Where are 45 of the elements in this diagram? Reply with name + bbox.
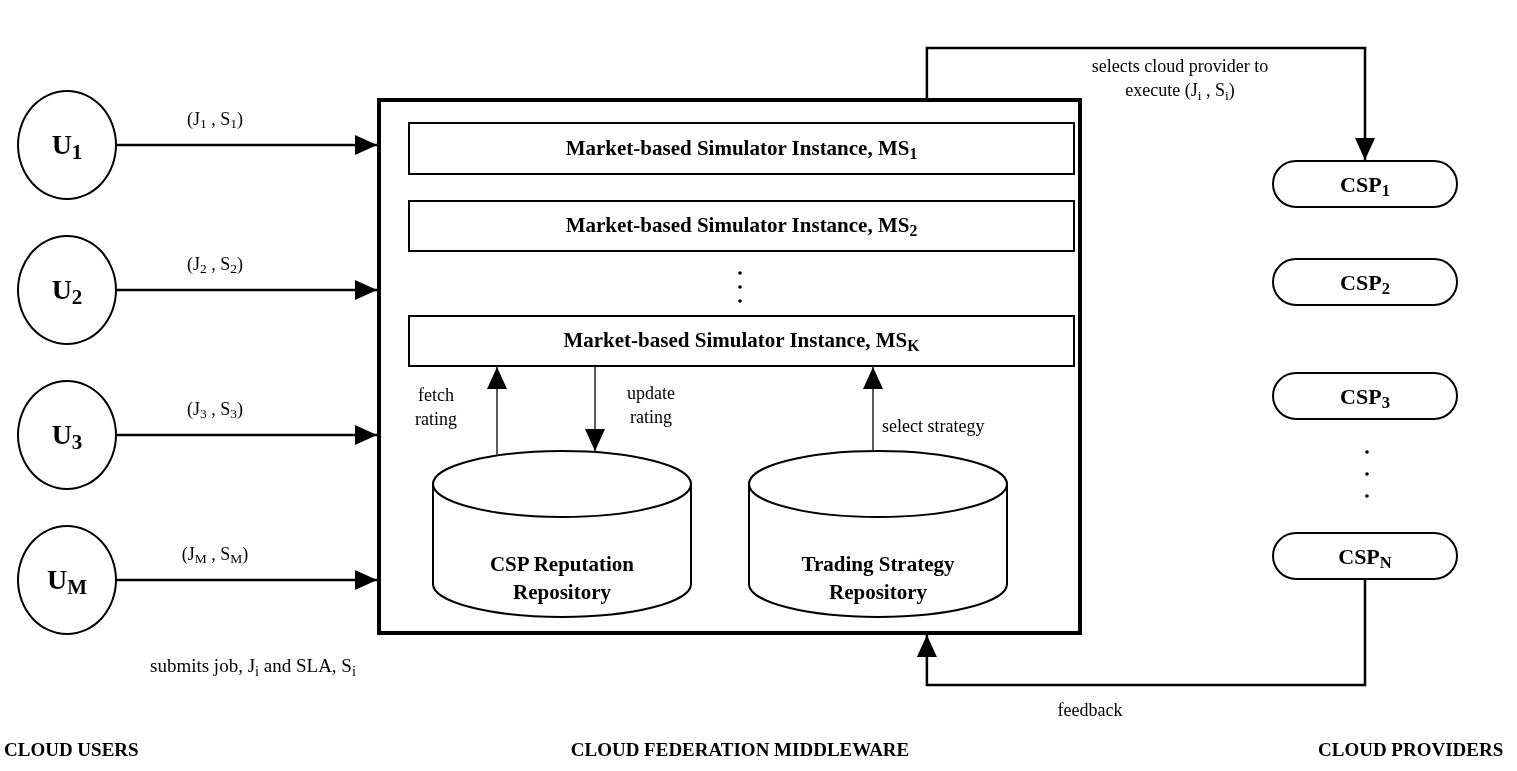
provider-pill [1272,258,1458,306]
provider-pill [1272,160,1458,208]
section-heading: CLOUD FEDERATION MIDDLEWARE [569,738,911,762]
provider-pill [1272,372,1458,420]
edge-label: selects cloud provider to execute (J$_{i}$ , S$_{i}$) [1090,55,1270,103]
arrow [117,135,377,155]
node-label: CSP$_{3}$ [1340,382,1390,413]
section-heading: CLOUD USERS [4,738,140,762]
node-label: U$_{M}$ [46,563,88,601]
arrow [916,580,1367,687]
repository-cylinder [432,450,692,618]
provider-pill [1272,532,1458,580]
middleware-frame [377,98,1082,635]
node-label: CSP$_{N}$ [1338,542,1392,573]
arrow [863,366,883,451]
simulator-box [408,315,1075,367]
node-label: Market-based Simulator Instance, MS$_{2}$ [565,212,918,242]
node-label: CSP$_{1}$ [1340,170,1390,201]
node-label: U$_{3}$ [51,418,83,456]
edge-label: feedback [1056,699,1124,722]
edge-label: select strategy [882,415,986,438]
simulator-box [408,122,1075,175]
arrow [925,46,1375,160]
arrow [117,280,377,300]
arrow [585,366,605,452]
node-label: CSP$_{2}$ [1340,268,1390,299]
node-label: U$_{2}$ [51,273,83,311]
node-label: U$_{1}$ [51,128,83,166]
node-label: Market-based Simulator Instance, MS$_{K}$ [563,327,920,357]
node-label: Trading Strategy Repository [800,551,956,606]
node-label: Market-based Simulator Instance, MS$_{1}$ [565,134,918,164]
edge-label: (J$_{M}$ , S$_{M}$) [180,543,250,567]
edge-label: (J$_{2}$ , S$_{2}$) [186,253,244,277]
edge-label: fetch rating [414,384,458,432]
edge-label: (J$_{1}$ , S$_{1}$) [186,108,244,132]
node-label: CSP Reputation Repository [488,551,636,606]
note-text: submits job, J$_{i}$ and SLA, S$_{i}$ [150,654,357,681]
arrow [117,425,377,445]
arrow [117,570,377,590]
section-heading: CLOUD PROVIDERS [1318,738,1505,762]
repository-cylinder [748,450,1008,618]
edge-label: (J$_{3}$ , S$_{3}$) [186,398,244,422]
simulator-box [408,200,1075,252]
arrow [487,366,507,456]
edge-label: update rating [626,382,676,430]
